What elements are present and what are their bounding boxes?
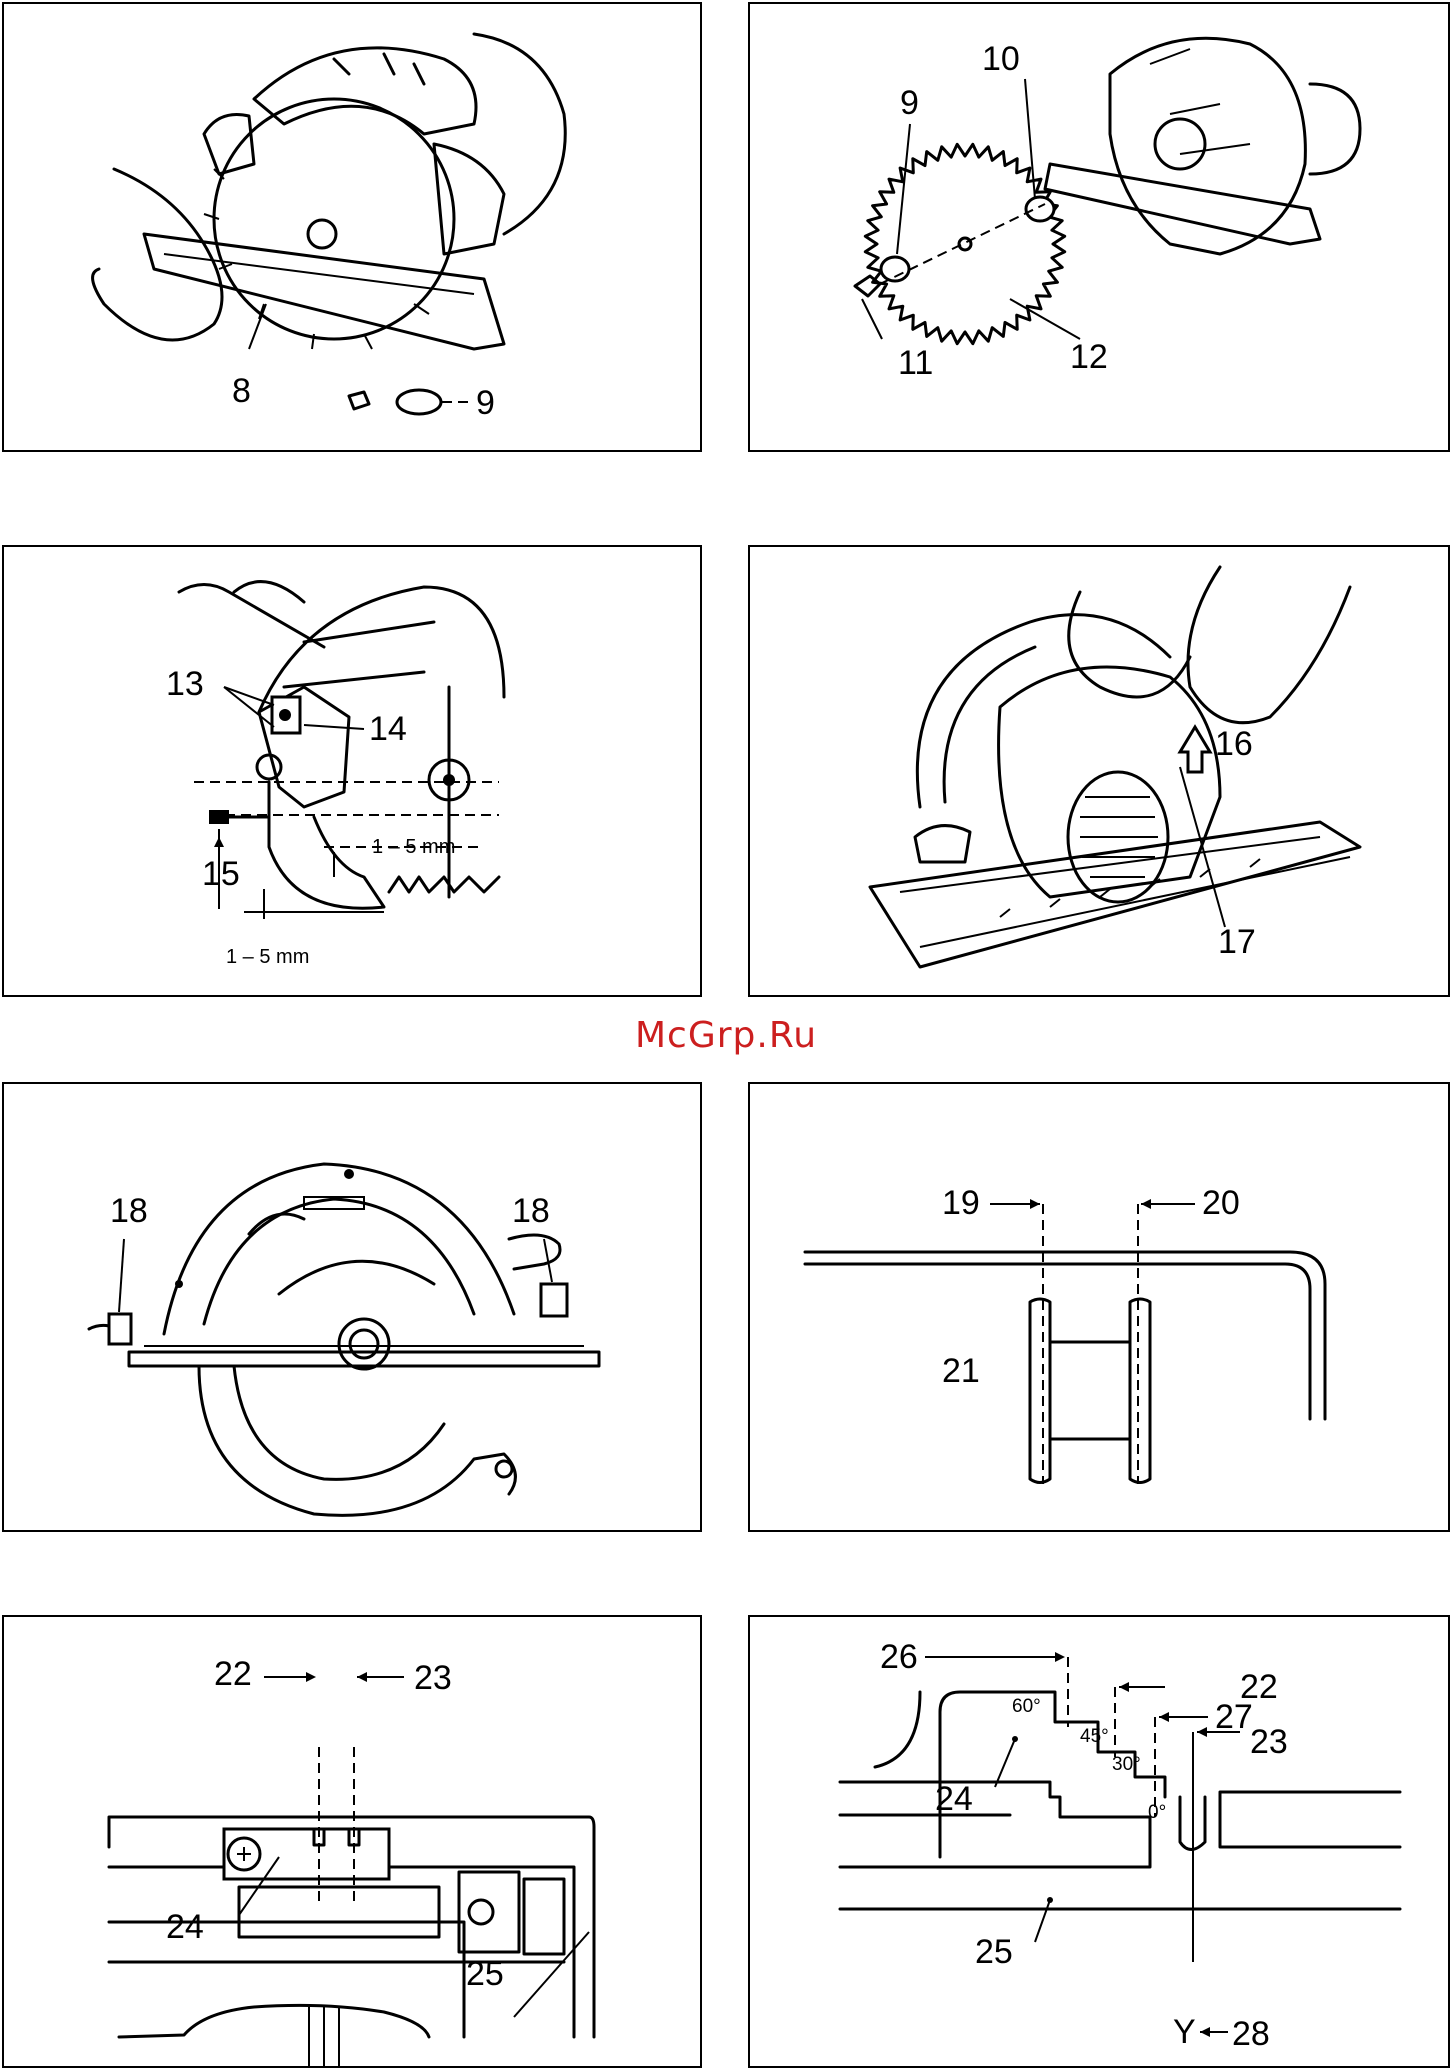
- callout-18-right: 18: [512, 1194, 550, 1228]
- cutting-guide-illustration: [4, 1617, 702, 2068]
- callout-22: 22: [214, 1657, 252, 1691]
- callout-13: 13: [166, 667, 204, 701]
- saw-side-view-illustration: [4, 1084, 702, 1532]
- figure-blade-removal: 8 9: [2, 2, 702, 452]
- callout-21: 21: [942, 1354, 980, 1388]
- callout-18-left: 18: [110, 1194, 148, 1228]
- blade-assembly-illustration: [750, 4, 1450, 452]
- bevel-guide-illustration: [750, 1617, 1450, 2068]
- dimension-label-upper: 1 – 5 mm: [372, 837, 455, 857]
- callout-16: 16: [1215, 727, 1253, 761]
- figure-shaft-lock: 16 17: [748, 545, 1450, 997]
- callout-14: 14: [369, 712, 407, 746]
- angle-label-30: 30°: [1112, 1755, 1141, 1774]
- callout-24: 24: [166, 1910, 204, 1944]
- callout-25: 25: [975, 1935, 1013, 1969]
- callout-9: 9: [476, 386, 495, 420]
- dimension-label-lower: 1 – 5 mm: [226, 947, 309, 967]
- carbon-brush-illustration: [750, 1084, 1450, 1532]
- shaft-lock-illustration: [750, 547, 1450, 997]
- figure-blade-assembly: 9 10 11 12: [748, 2, 1450, 452]
- callout-28: 28: [1232, 2017, 1270, 2051]
- watermark-text: McGrp.Ru: [0, 1015, 1452, 1056]
- callout-8: 8: [232, 374, 251, 408]
- callout-23: 23: [1250, 1725, 1288, 1759]
- reference-letter-y: Y: [1173, 2015, 1196, 2049]
- callout-19: 19: [942, 1186, 980, 1220]
- figure-bevel-guide: 26 22 27 23 24 25 Y 28 60° 45° 30° 0°: [748, 1615, 1450, 2068]
- angle-label-0: 0°: [1148, 1803, 1166, 1822]
- callout-20: 20: [1202, 1186, 1240, 1220]
- callout-17: 17: [1218, 925, 1256, 959]
- riving-knife-illustration: [4, 547, 702, 997]
- callout-9: 9: [900, 86, 919, 120]
- angle-label-60: 60°: [1012, 1697, 1041, 1716]
- callout-26: 26: [880, 1640, 918, 1674]
- callout-23: 23: [414, 1661, 452, 1695]
- callout-10: 10: [982, 42, 1020, 76]
- figure-cutting-guide: 22 23 24 25: [2, 1615, 702, 2068]
- callout-27: 27: [1215, 1700, 1253, 1734]
- figure-side-view: 18 18: [2, 1082, 702, 1532]
- callout-24: 24: [935, 1782, 973, 1816]
- figure-carbon-brush: 19 20 21: [748, 1082, 1450, 1532]
- angle-label-45: 45°: [1080, 1727, 1109, 1746]
- saw-blade-removal-illustration: [4, 4, 702, 452]
- callout-11: 11: [898, 346, 933, 380]
- callout-15: 15: [202, 857, 240, 891]
- figure-riving-knife: 13 14 15 1 – 5 mm 1 – 5 mm: [2, 545, 702, 997]
- callout-25: 25: [466, 1957, 504, 1991]
- callout-12: 12: [1070, 340, 1108, 374]
